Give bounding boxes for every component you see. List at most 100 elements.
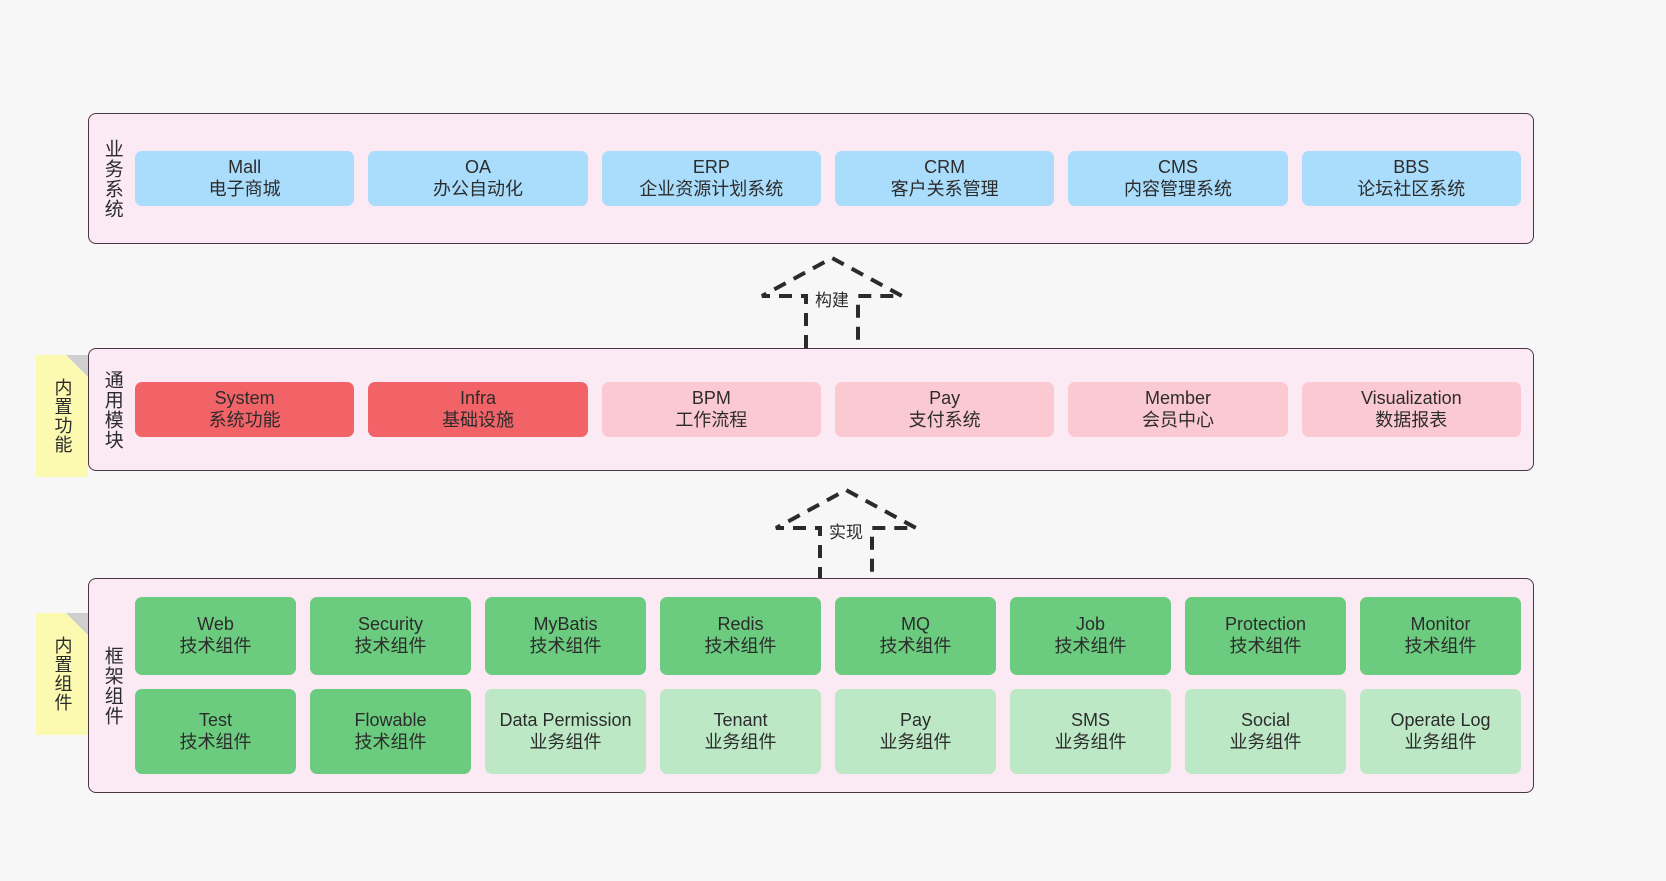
card-title: BPM [691,387,731,408]
card-title: Member [1144,387,1211,408]
card-subtitle: 论坛社区系统 [1357,178,1466,199]
dashed-arrow-icon [761,256,903,348]
card-title: Test [198,709,232,730]
layer-title-common: 通用模块 [101,369,123,450]
card-bbs[interactable]: BBS 论坛社区系统 [1301,150,1521,207]
card-subtitle: 业务组件 [1229,731,1302,752]
card-member[interactable]: Member 会员中心 [1068,381,1288,438]
card-title: Web [197,614,234,635]
card-title: Visualization [1360,387,1462,408]
card-subtitle: 支付系统 [908,409,981,430]
connector-implement: 实现 [772,488,920,580]
fold-corner-icon [66,613,88,635]
sticky-note-label: 内置功能 [52,378,73,454]
card-title: Operate Log [1390,709,1491,730]
card-title: CMS [1157,156,1198,177]
card-subtitle: 技术组件 [354,731,427,752]
card-subtitle: 业务组件 [879,731,952,752]
connector-label-implement: 实现 [825,518,867,543]
card-redis[interactable]: Redis 技术组件 [660,597,821,675]
card-title: System [214,387,275,408]
card-visualization[interactable]: Visualization 数据报表 [1301,381,1521,438]
card-pay-business[interactable]: Pay 业务组件 [835,689,996,774]
card-crm[interactable]: CRM 客户关系管理 [834,150,1055,207]
card-title: Monitor [1410,614,1471,635]
card-subtitle: 客户关系管理 [890,178,999,199]
card-subtitle: 技术组件 [1054,636,1127,656]
card-tenant[interactable]: Tenant 业务组件 [660,689,821,774]
sticky-note-label: 内置组件 [52,636,73,712]
card-monitor[interactable]: Monitor 技术组件 [1360,597,1521,675]
card-mall[interactable]: Mall 电子商城 [135,150,355,207]
card-cms[interactable]: CMS 内容管理系统 [1068,150,1288,207]
card-system[interactable]: System 系统功能 [135,381,355,438]
card-subtitle: 技术组件 [1229,636,1302,656]
layer-common-modules[interactable]: 通用模块 System 系统功能 Infra 基础设施 BPM 工作流程 Pay… [88,348,1534,471]
card-title: Security [357,614,424,635]
card-subtitle: 技术组件 [1404,636,1477,656]
dashed-arrow-icon [775,488,917,580]
card-title: Pay [899,709,932,730]
card-subtitle: 技术组件 [179,636,252,656]
card-social[interactable]: Social 业务组件 [1185,689,1346,774]
card-subtitle: 技术组件 [879,636,952,656]
card-flowable[interactable]: Flowable 技术组件 [310,689,471,774]
card-subtitle: 技术组件 [704,636,777,656]
card-row: Mall 电子商城 OA 办公自动化 ERP 企业资源计划系统 CRM 客户关系… [135,150,1521,207]
card-subtitle: 业务组件 [1054,731,1127,752]
card-title: Protection [1224,614,1307,635]
card-title: BBS [1393,156,1430,177]
card-title: Redis [717,614,764,635]
card-subtitle: 技术组件 [179,731,252,752]
card-title: Infra [459,387,496,408]
card-title: Tenant [713,709,768,730]
layer-title-business: 业务系统 [101,138,123,219]
card-mq[interactable]: MQ 技术组件 [835,597,996,675]
card-title: OA [464,156,491,177]
card-title: Flowable [354,709,427,730]
card-title: ERP [692,156,730,177]
card-pay[interactable]: Pay 支付系统 [834,381,1055,438]
sticky-note-builtin-function[interactable]: 内置功能 [36,355,88,477]
layer-title-framework: 框架组件 [101,645,123,726]
connector-label-build: 构建 [811,286,853,311]
card-title: MQ [901,614,930,635]
card-job[interactable]: Job 技术组件 [1010,597,1171,675]
card-mybatis[interactable]: MyBatis 技术组件 [485,597,646,675]
card-protection[interactable]: Protection 技术组件 [1185,597,1346,675]
card-title: MyBatis [533,614,598,635]
layer-body-framework: Web 技术组件 Security 技术组件 MyBatis 技术组件 Redi… [135,579,1533,792]
card-title: CRM [924,156,966,177]
card-title: Mall [228,156,262,177]
card-subtitle: 会员中心 [1141,409,1214,430]
layer-body-business: Mall 电子商城 OA 办公自动化 ERP 企业资源计划系统 CRM 客户关系… [135,114,1533,243]
card-subtitle: 业务组件 [704,731,777,752]
card-title: Pay [929,387,961,408]
card-title: SMS [1070,709,1110,730]
card-security[interactable]: Security 技术组件 [310,597,471,675]
card-subtitle: 业务组件 [1404,731,1477,752]
card-oa[interactable]: OA 办公自动化 [368,150,588,207]
card-operate-log[interactable]: Operate Log 业务组件 [1360,689,1521,774]
card-subtitle: 企业资源计划系统 [639,178,784,199]
card-row: Test 技术组件 Flowable 技术组件 Data Permission … [135,689,1521,774]
card-subtitle: 办公自动化 [432,178,523,199]
card-bpm[interactable]: BPM 工作流程 [601,381,821,438]
card-data-permission[interactable]: Data Permission 业务组件 [485,689,646,774]
card-title: Data Permission [499,709,632,730]
card-test[interactable]: Test 技术组件 [135,689,296,774]
connector-build: 构建 [758,256,906,348]
sticky-note-builtin-component[interactable]: 内置组件 [36,613,88,735]
layer-business-system[interactable]: 业务系统 Mall 电子商城 OA 办公自动化 ERP 企业资源计划系统 CRM… [88,113,1534,244]
card-infra[interactable]: Infra 基础设施 [368,381,588,438]
card-row: System 系统功能 Infra 基础设施 BPM 工作流程 Pay 支付系统… [135,381,1521,438]
card-erp[interactable]: ERP 企业资源计划系统 [601,150,821,207]
card-sms[interactable]: SMS 业务组件 [1010,689,1171,774]
layer-framework-components[interactable]: 框架组件 Web 技术组件 Security 技术组件 MyBatis 技术组件… [88,578,1534,793]
card-subtitle: 工作流程 [675,409,748,430]
card-web[interactable]: Web 技术组件 [135,597,296,675]
card-subtitle: 电子商城 [208,178,281,199]
layer-body-common: System 系统功能 Infra 基础设施 BPM 工作流程 Pay 支付系统… [135,349,1533,470]
fold-corner-icon [66,355,88,377]
